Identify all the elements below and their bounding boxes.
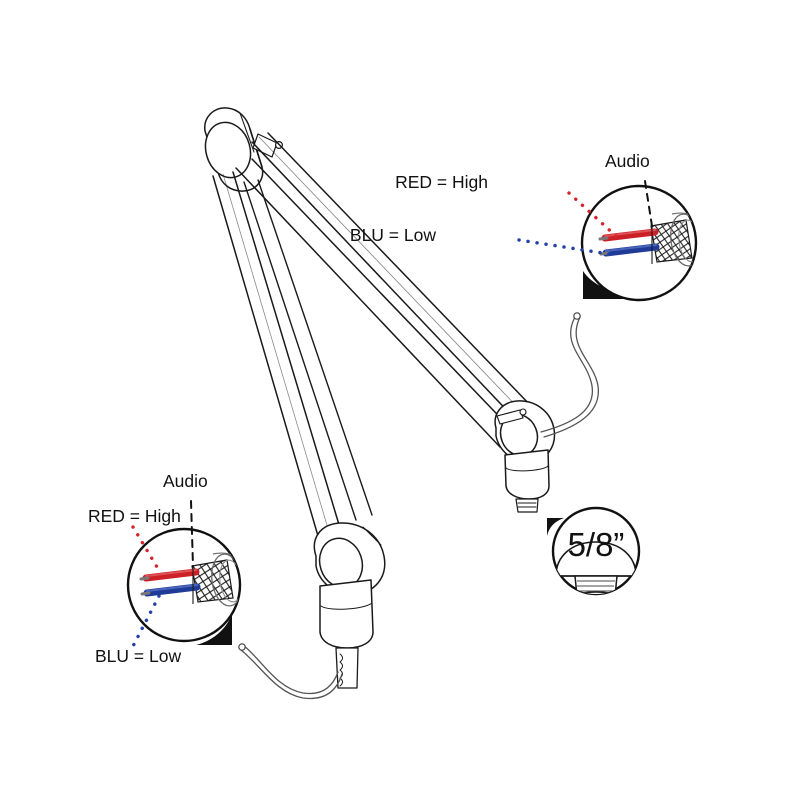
upper-callout-contents: [598, 212, 696, 267]
thread-callout: [547, 506, 641, 596]
top-pivot-joint: [204, 107, 284, 192]
label-audio-lower: Audio: [163, 471, 208, 491]
cable-shield-lower: [191, 552, 240, 607]
label-red-high-lower: RED = High: [88, 506, 181, 526]
blue-conductor-lower: [140, 583, 201, 597]
lower-arm-tube: [212, 171, 373, 537]
red-leader-upper: [567, 191, 619, 239]
label-blu-low-upper: BLU = Low: [350, 225, 436, 245]
label-blu-low-lower: BLU = Low: [95, 646, 181, 666]
upper-callout: [517, 180, 698, 302]
magnifier-circle-upper: [580, 184, 698, 302]
audio-leader-lower: [190, 500, 194, 567]
cable-shield-upper: [650, 212, 696, 267]
base-joint: [313, 522, 386, 689]
boom-arm-assembly: [204, 107, 556, 689]
audio-leader-upper: [644, 180, 653, 227]
label-audio-upper: Audio: [605, 151, 650, 171]
label-thread-size: 5/8”: [568, 526, 625, 563]
lower-callout-contents: [139, 552, 240, 607]
red-conductor-upper: [598, 228, 659, 242]
blue-leader-lower: [129, 594, 161, 652]
red-leader-lower: [131, 525, 162, 574]
callout-tail-thread: [547, 518, 564, 536]
red-conductor-lower: [139, 568, 200, 582]
label-red-high-upper: RED = High: [395, 172, 488, 192]
blue-leader-upper: [517, 238, 611, 256]
mic-mount-joint: [494, 400, 556, 513]
callout-tail-lower: [196, 614, 232, 645]
magnifier-circle-lower: [126, 527, 242, 643]
thread-callout-contents: [555, 541, 637, 594]
mic-cable-upper: [540, 312, 599, 438]
mic-cable-lower: [238, 643, 343, 700]
lower-callout: [126, 500, 242, 652]
blue-conductor-upper: [599, 243, 660, 257]
upper-arm-tube: [235, 132, 534, 448]
callout-tail-upper: [583, 271, 660, 299]
